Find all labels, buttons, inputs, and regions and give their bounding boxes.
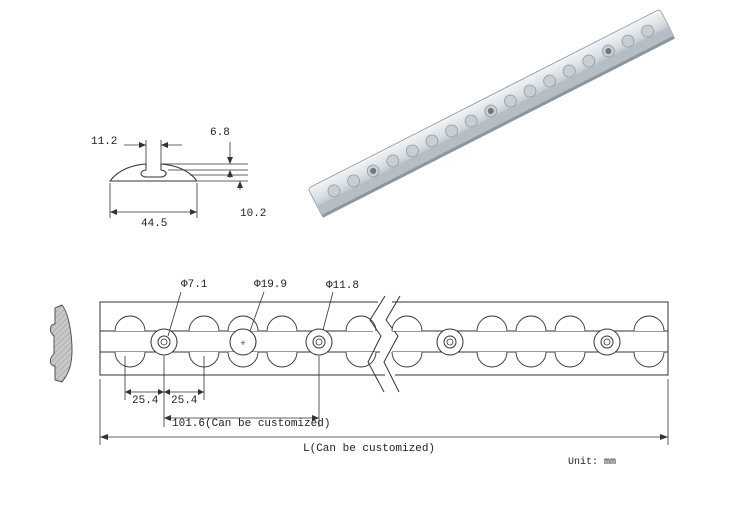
leader-small-hole [167,291,182,337]
scallops-left [114,315,377,368]
overall-length-label: L(Can be customized) [303,443,436,455]
small-hole-dia-label: Φ7.1 [181,279,208,291]
leader-large-hole [322,291,334,331]
rail-left-outline [99,301,385,376]
rail-bolt-hole [487,107,494,114]
break-line-left [367,295,386,393]
slot-width-label: 11.2 [91,136,118,148]
rail-scallops [327,24,654,198]
hole-spacing-label: 101.6(Can be customized) [172,418,331,430]
top-thickness-label: 6.8 [210,127,230,139]
mount-hole-2 [305,328,333,356]
unit-note: Unit: mm [568,457,617,468]
total-height-label: 10.2 [240,208,267,220]
mount-hole-3 [436,328,464,356]
end-profile-shape [49,304,73,383]
base-width-label: 44.5 [141,218,168,230]
large-hole-dia-label: Φ11.8 [326,280,360,292]
pitch-a-label: 25.4 [132,395,159,407]
mount-hole-1 [150,328,178,356]
pitch-b-label: 25.4 [171,395,198,407]
scallops-right [391,315,665,368]
svg-text:+: + [240,338,245,348]
rail-bolt-hole [370,167,377,174]
profile-outline [109,163,198,182]
scallop-dia-label: Φ19.9 [254,279,288,291]
rail-bolt-hole [605,48,612,55]
rail-right-outline [392,301,669,376]
leader-scallop [249,291,265,332]
scallop-center: + [229,328,257,356]
mount-hole-4 [593,328,621,356]
break-line-right [383,295,401,393]
